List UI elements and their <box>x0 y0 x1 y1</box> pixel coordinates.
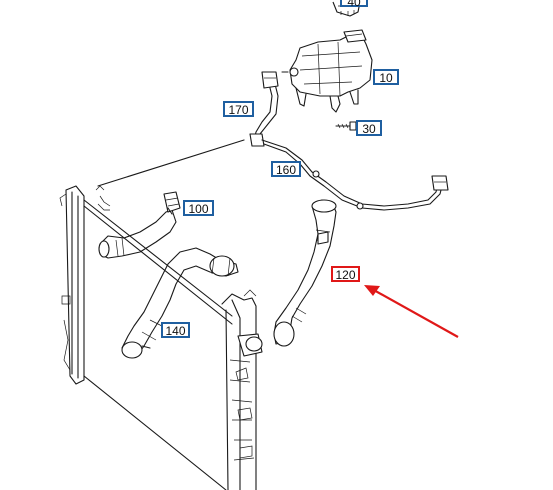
part-10-reservoir-drawing <box>281 29 373 113</box>
callout-part-40[interactable]: 40 <box>340 0 368 8</box>
callout-part-140[interactable]: 140 <box>161 322 190 338</box>
callout-part-120[interactable]: 120 <box>331 266 360 282</box>
part-120-hose-drawing <box>273 199 337 347</box>
radiator-drawing <box>59 139 245 490</box>
callout-part-170[interactable]: 170 <box>223 101 254 117</box>
part-30-bolt-drawing <box>335 121 357 131</box>
part-100-hose-drawing <box>98 191 181 259</box>
callout-part-100[interactable]: 100 <box>183 200 214 216</box>
callout-part-10[interactable]: 10 <box>373 69 399 85</box>
callout-part-30[interactable]: 30 <box>356 120 382 136</box>
radiator-tank-drawing <box>221 289 263 490</box>
callout-part-160[interactable]: 160 <box>271 161 301 177</box>
part-160-170-bleed-line-drawing <box>249 71 449 211</box>
part-140-hose-drawing <box>121 247 239 359</box>
highlight-arrow <box>364 285 459 338</box>
